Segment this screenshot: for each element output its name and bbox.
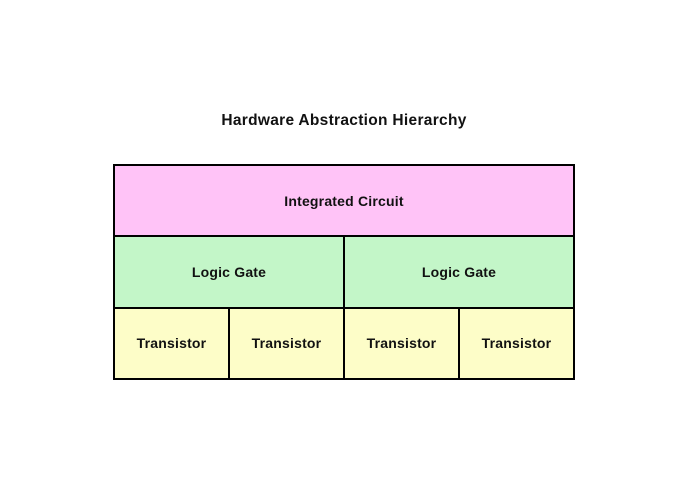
block-logic-gate-1: Logic Gate bbox=[115, 237, 343, 307]
diagram-title: Hardware Abstraction Hierarchy bbox=[221, 112, 467, 129]
block-transistor-2: Transistor bbox=[230, 308, 343, 378]
block-transistor-1: Transistor bbox=[115, 308, 228, 378]
block-integrated-circuit: Integrated Circuit bbox=[115, 166, 573, 236]
block-transistor-4: Transistor bbox=[460, 308, 573, 378]
block-transistor-3: Transistor bbox=[345, 308, 458, 378]
block-logic-gate-2: Logic Gate bbox=[345, 237, 573, 307]
hierarchy-stack: Integrated Circuit Logic Gate Logic Gate… bbox=[113, 164, 575, 380]
